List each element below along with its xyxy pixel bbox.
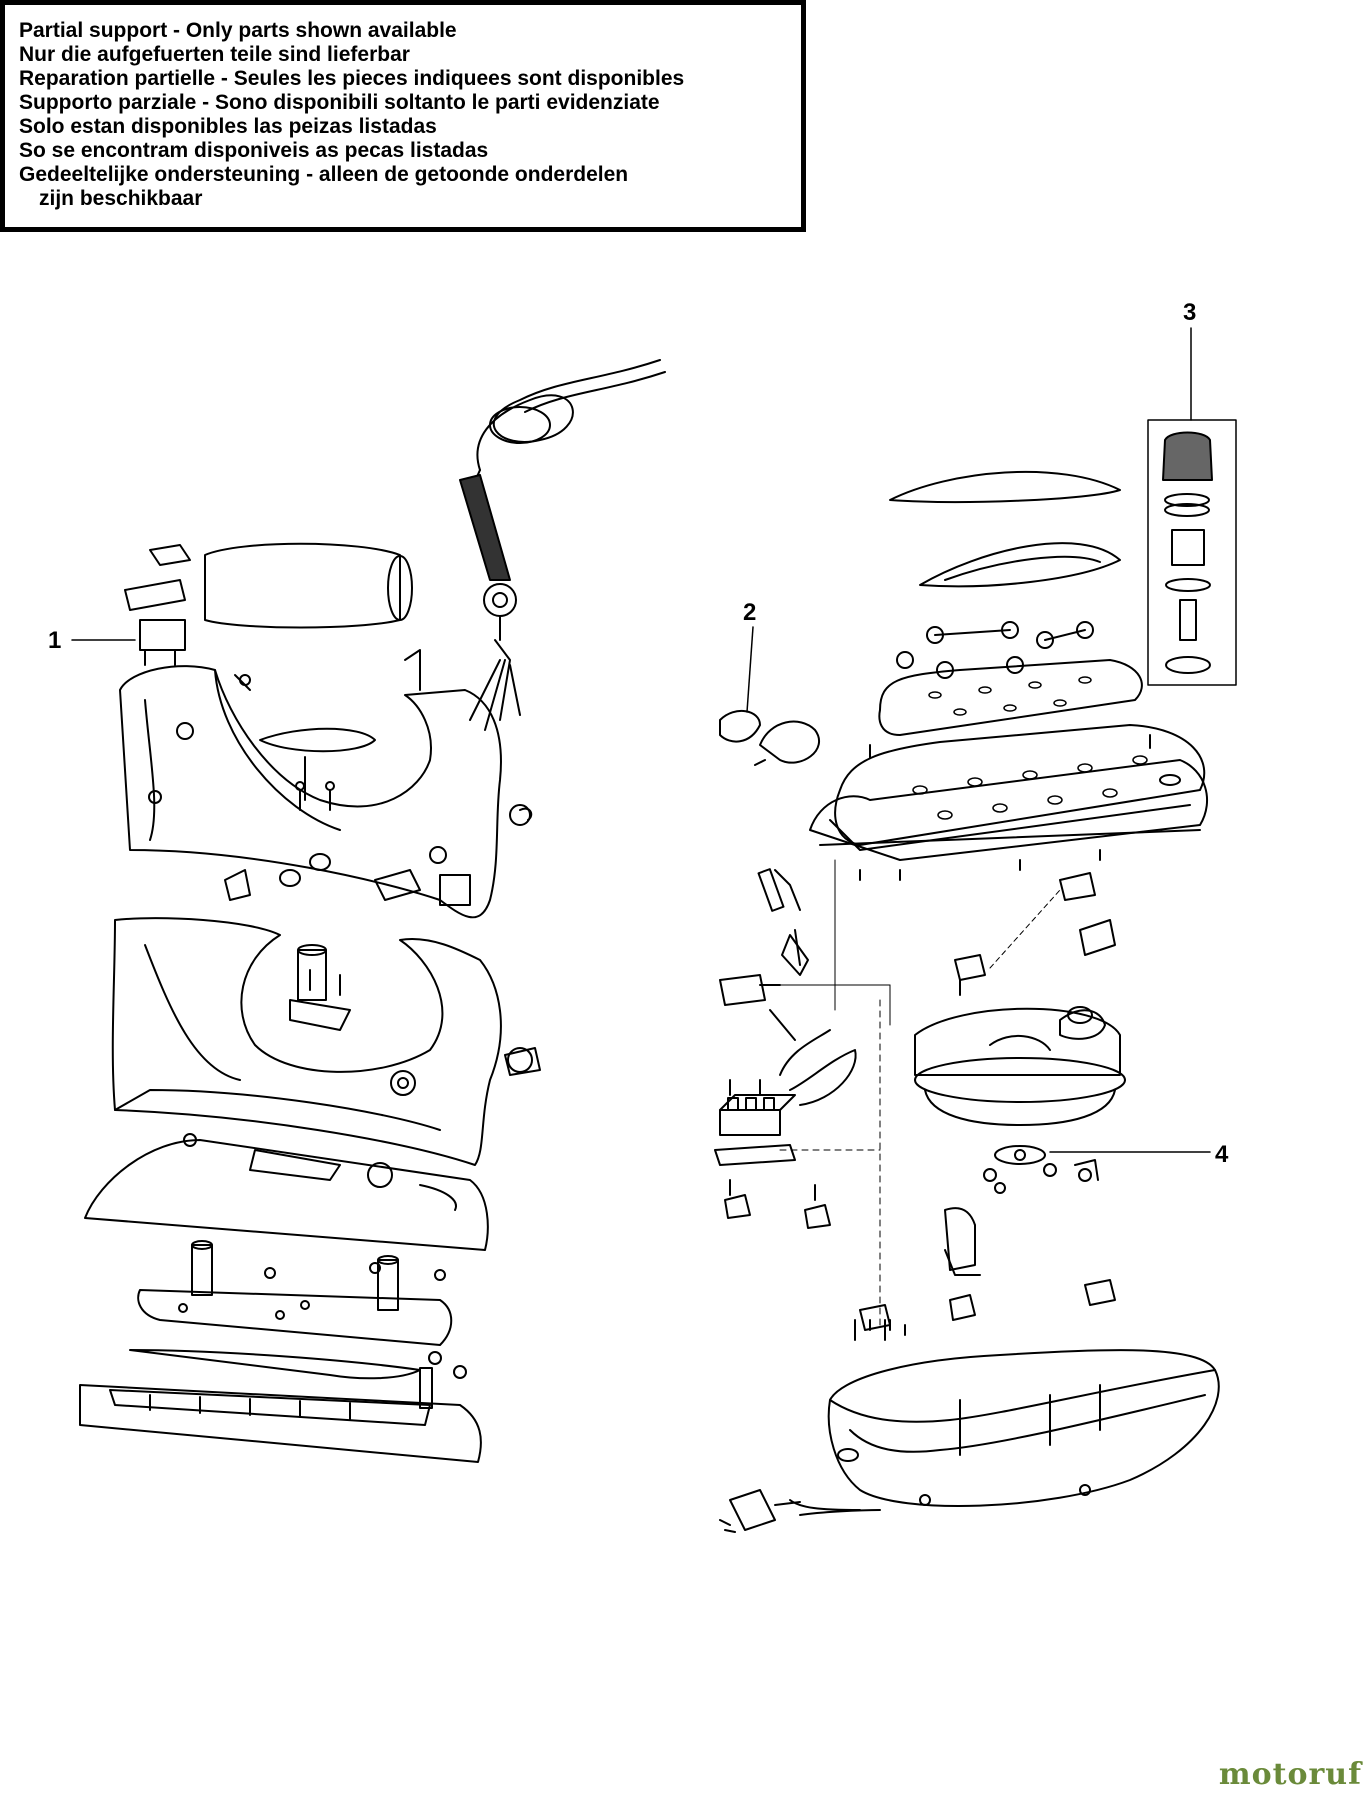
thermostat bbox=[983, 1145, 1099, 1194]
steam-valve-parts bbox=[719, 710, 836, 1011]
handle-screws-and-clips bbox=[224, 649, 531, 906]
notice-line-es: Solo estan disponibles las peizas listad… bbox=[19, 115, 437, 138]
callout-3: 3 bbox=[1183, 299, 1196, 421]
steam-base-assembly: 2 3 4 bbox=[714, 299, 1237, 1533]
base-top-grille bbox=[889, 470, 1121, 588]
partial-support-notice: Partial support - Only parts shown avail… bbox=[0, 0, 806, 232]
watermark-logo: motoruf bbox=[1218, 1757, 1362, 1792]
callout-1: 1 bbox=[48, 627, 136, 654]
rubber-feet bbox=[896, 621, 1094, 679]
notice-line-it: Supporto parziale - Sono disponibili sol… bbox=[19, 91, 660, 114]
tubes-and-wires bbox=[769, 1009, 857, 1106]
callout-1-label: 1 bbox=[48, 627, 61, 654]
notice-line-nl: Gedeeltelijke ondersteuning - alleen de … bbox=[19, 163, 629, 186]
base-upper-shell bbox=[809, 734, 1209, 881]
iron-assembly: 1 bbox=[48, 359, 666, 1463]
exploded-parts-diagram: 1 bbox=[48, 299, 1237, 1533]
power-cord bbox=[459, 359, 666, 731]
soleplate bbox=[79, 1351, 482, 1463]
handle-grip bbox=[204, 542, 413, 629]
iron-top-cover bbox=[84, 1133, 489, 1251]
notice-line-fr: Reparation partielle - Seules les pieces… bbox=[19, 67, 685, 90]
iron-shell bbox=[111, 917, 541, 1166]
base-lower-housing bbox=[827, 1349, 1220, 1507]
callout-2: 2 bbox=[743, 599, 756, 713]
boiler-tank bbox=[914, 1006, 1126, 1126]
mains-plug bbox=[719, 1489, 881, 1533]
base-perforated-plates bbox=[829, 659, 1206, 851]
filler-cap-kit bbox=[1147, 419, 1237, 686]
switch-parts bbox=[124, 544, 191, 666]
callout-4: 4 bbox=[1049, 1141, 1229, 1168]
callout-3-label: 3 bbox=[1183, 299, 1196, 326]
notice-line-pt: So se encontram disponiveis as pecas lis… bbox=[19, 139, 489, 162]
solenoid-valve bbox=[719, 974, 891, 1026]
callout-2-label: 2 bbox=[743, 599, 756, 626]
notice-line-de: Nur die aufgefuerten teile sind lieferba… bbox=[19, 43, 410, 66]
base-connectors bbox=[954, 872, 1116, 996]
terminal-block bbox=[714, 1079, 796, 1166]
notice-line-en: Partial support - Only parts shown avail… bbox=[19, 19, 457, 42]
soleplate-gasket bbox=[129, 1349, 421, 1380]
notice-line-nl-cont: zijn beschikbaar bbox=[39, 187, 203, 210]
base-clips-and-screws bbox=[724, 999, 1116, 1341]
iron-chassis bbox=[137, 1240, 453, 1346]
callout-4-label: 4 bbox=[1215, 1141, 1229, 1168]
